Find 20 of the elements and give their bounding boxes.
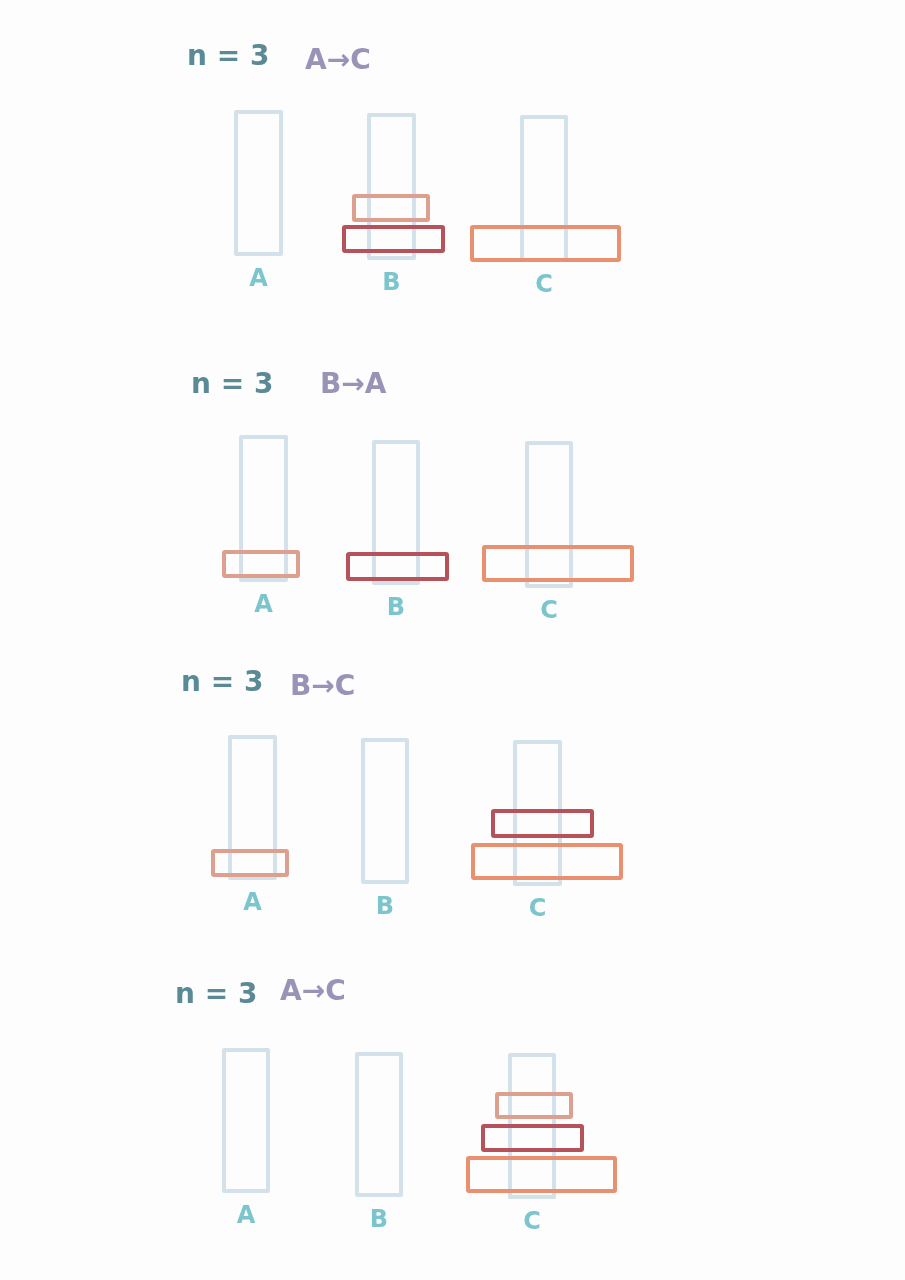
move-label: B→A (320, 370, 387, 398)
peg-label: B (369, 1207, 389, 1231)
peg-label: B (375, 894, 395, 918)
disc-count-label: n = 3 (181, 668, 264, 696)
peg-label: B (386, 595, 406, 619)
peg-label: B (382, 270, 401, 294)
move-label: A→C (280, 977, 346, 1005)
peg-label: C (540, 598, 558, 622)
peg-label: C (528, 896, 547, 920)
disc-count-label: n = 3 (175, 980, 258, 1008)
disc-count-label: n = 3 (187, 42, 270, 70)
peg-label: A (236, 1203, 256, 1227)
peg-label: C (523, 1209, 541, 1233)
peg-label: A (249, 266, 268, 290)
peg-label: A (254, 592, 273, 616)
move-label: B→C (290, 672, 356, 700)
disc-count-label: n = 3 (191, 370, 274, 398)
move-label: A→C (305, 46, 371, 74)
peg-label: A (243, 890, 262, 914)
peg-label: C (535, 272, 553, 296)
